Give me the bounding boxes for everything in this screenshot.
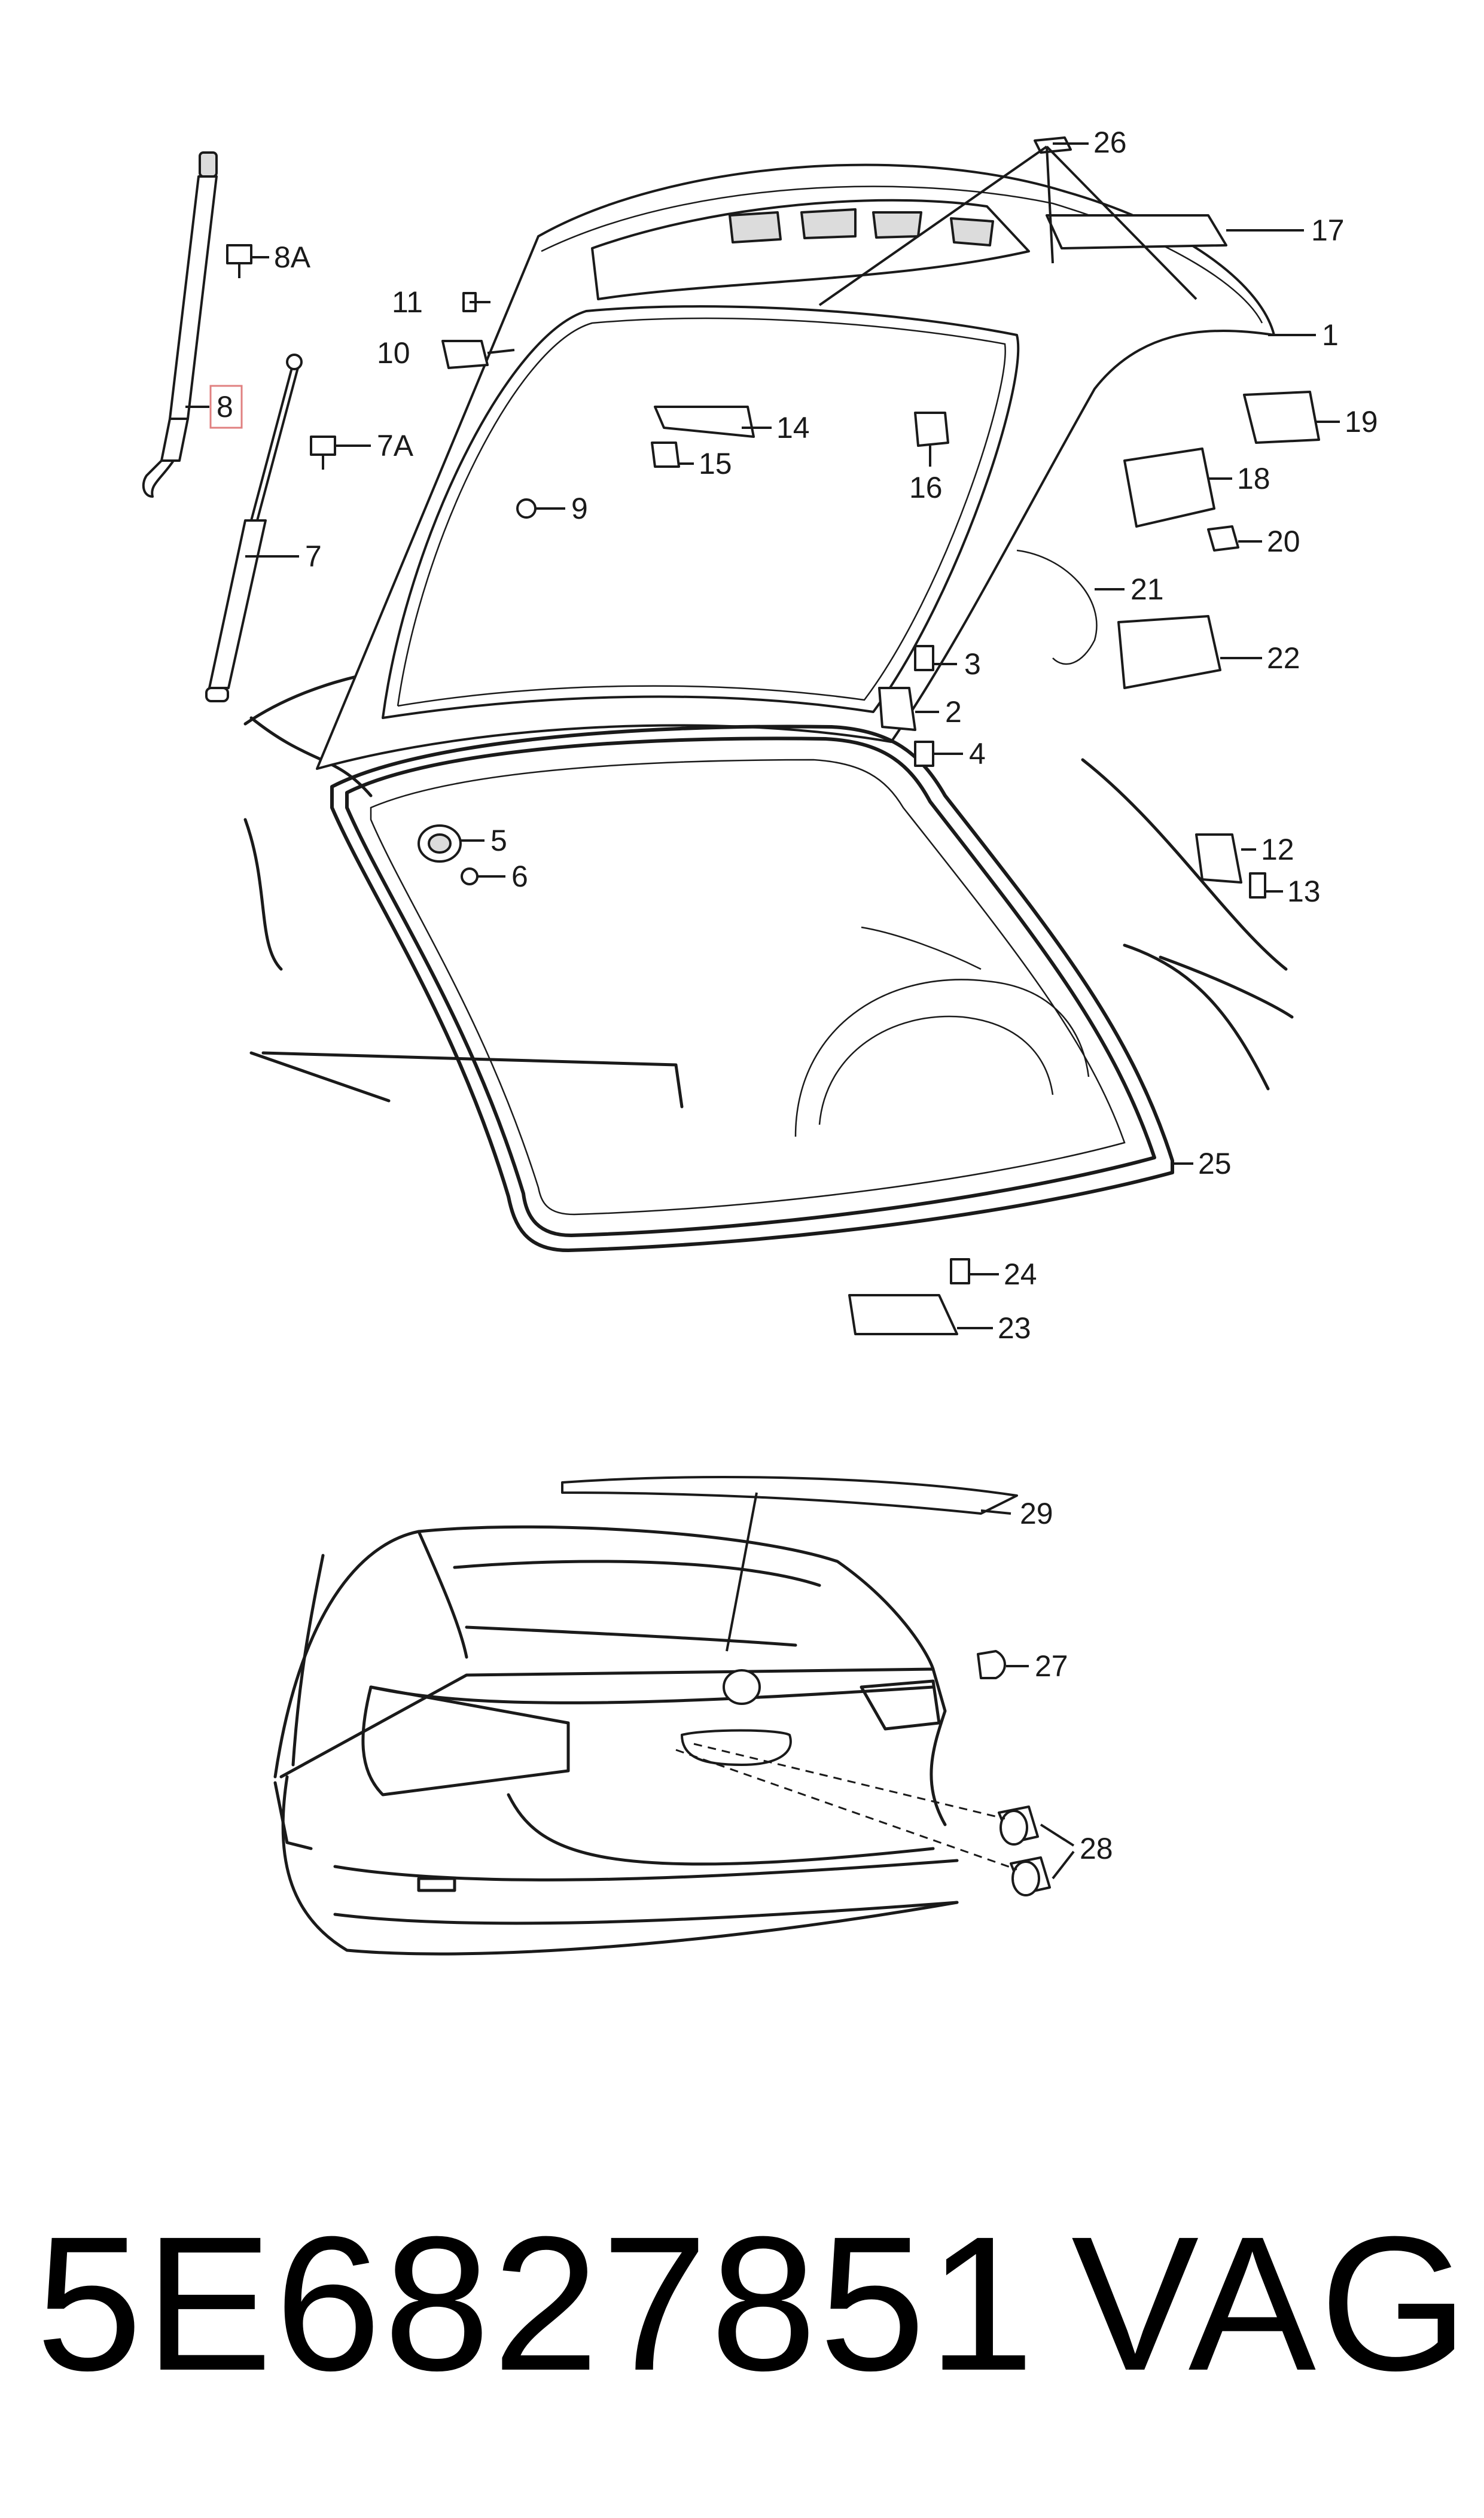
striker-23 — [848, 1294, 958, 1335]
callout-7: 7 — [305, 540, 322, 573]
callout-23: 23 — [998, 1311, 1031, 1345]
gas-strut-7 — [205, 354, 303, 702]
clip-27 — [977, 1650, 1006, 1679]
callout-14: 14 — [776, 411, 810, 444]
callout-9: 9 — [571, 492, 588, 525]
small-parts — [226, 136, 1320, 1335]
nut-15 — [651, 442, 680, 468]
callout-19: 19 — [1345, 405, 1378, 439]
callout-27: 27 — [1035, 1649, 1068, 1683]
callout-17: 17 — [1311, 214, 1345, 247]
leader-lines — [185, 142, 1340, 1329]
motor-22 — [1117, 615, 1221, 689]
clip-6 — [461, 867, 479, 885]
callout-1: 1 — [1322, 318, 1339, 352]
buffer-16 — [914, 412, 949, 447]
nut-20 — [1207, 525, 1239, 552]
brand-label: VAG — [1071, 2196, 1472, 2410]
tailgate-seal — [330, 724, 1174, 1252]
callout-18: 18 — [1237, 462, 1270, 495]
callout-20: 20 — [1267, 525, 1300, 558]
bolt-8a — [226, 244, 252, 264]
bumper-12 — [1195, 833, 1242, 884]
parts-27-28 — [675, 1650, 1075, 1896]
callout-21: 21 — [1130, 573, 1164, 606]
callout-6: 6 — [511, 860, 528, 893]
callout-15: 15 — [699, 447, 732, 480]
callout-24: 24 — [1004, 1258, 1037, 1291]
spoiler-29 — [561, 1476, 1018, 1652]
car-rear-view — [273, 1525, 959, 1956]
gas-strut-8 — [142, 151, 218, 498]
part-number: 5E6827851 — [36, 2196, 1037, 2410]
bolt-4 — [914, 741, 934, 767]
pad-10 — [441, 340, 489, 369]
callout-5: 5 — [490, 824, 507, 857]
bolt-7a — [310, 436, 336, 456]
clip-9 — [516, 498, 537, 519]
callout-8: 8 — [217, 390, 233, 424]
highlight-box-8 — [209, 385, 243, 429]
callout-12: 12 — [1261, 833, 1294, 866]
bolt-3 — [914, 645, 934, 671]
callout-10: 10 — [377, 336, 410, 370]
callout-25: 25 — [1198, 1147, 1232, 1180]
callout-26: 26 — [1093, 126, 1127, 159]
lock-18 — [1123, 447, 1215, 528]
cable-21 — [1016, 549, 1098, 665]
callout-2: 2 — [945, 695, 962, 729]
light-17 — [1046, 214, 1227, 249]
bottom-callout-labels: 29 27 28 — [1020, 1497, 1113, 1865]
bracket-14 — [654, 406, 755, 438]
callout-7a: 7A — [377, 429, 414, 462]
callout-22: 22 — [1267, 641, 1300, 675]
footer: 5E6827851 VAG — [0, 2196, 1484, 2410]
callout-8a: 8A — [274, 240, 311, 274]
callout-4: 4 — [969, 737, 986, 771]
bracket-2 — [878, 687, 916, 731]
callout-29: 29 — [1020, 1497, 1053, 1530]
callout-11: 11 — [392, 285, 423, 319]
callout-3: 3 — [964, 647, 981, 681]
callout-labels: 26 17 1 19 18 20 21 22 3 2 4 12 13 25 24… — [217, 126, 1378, 1345]
callout-28: 28 — [1080, 1832, 1113, 1865]
callout-16: 16 — [909, 471, 943, 504]
handle-19 — [1243, 391, 1320, 444]
tailgate-panel — [316, 163, 1275, 770]
callout-13: 13 — [1287, 875, 1321, 908]
bolt-24 — [950, 1258, 970, 1284]
bolt-13 — [1249, 872, 1266, 899]
